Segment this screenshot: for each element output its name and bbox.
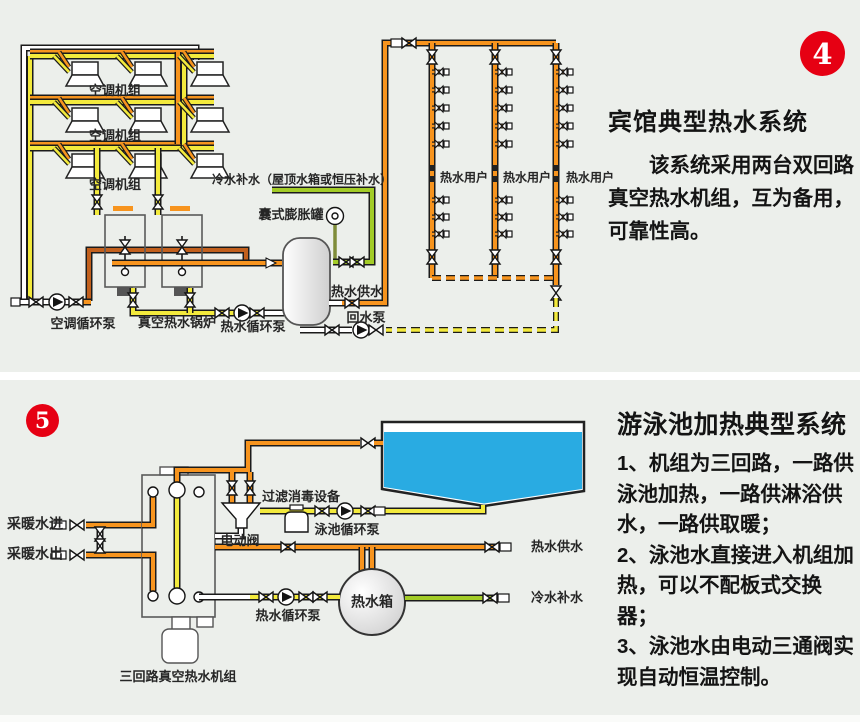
pool-circulation-line: [260, 502, 487, 533]
section-badge-5: 5: [26, 404, 59, 437]
ac-circulation-pump: [48, 293, 66, 311]
hotel-system-text: 宾馆典型热水系统 该系统采用两台双回路真空热水机组，互为备用，可靠性高。: [608, 102, 856, 248]
boiler-room: [85, 148, 284, 322]
hot-water-storage-tank: [282, 237, 331, 326]
motor-valve-group: [215, 472, 262, 540]
machine-unit: [141, 439, 360, 664]
hot-water-circulation-pump: [233, 304, 251, 322]
burner: [161, 628, 199, 664]
pool-system-title: 游泳池加热典型系统: [617, 411, 847, 439]
section-badge-4: 4: [800, 31, 845, 76]
pool-water: [384, 432, 582, 504]
pool-system-point-3: 3、泳池水由电动三通阀实现自动恒温控制。: [617, 635, 854, 689]
pool-system-point-2: 2、泳池水直接进入机组加热，可以不配板式交换器；: [617, 543, 854, 628]
hotel-system-description: 该系统采用两台双回路真空热水机组，互为备用，可靠性高。: [608, 154, 854, 243]
hot-water-tank: [338, 568, 406, 636]
bottom-strip: [0, 715, 860, 722]
badge-5-number: 5: [34, 407, 51, 434]
hot-supply-line-bottom: [215, 541, 512, 572]
ac-units-circuit: [20, 44, 229, 303]
badge-4-number: 4: [812, 36, 833, 71]
hw-circulation-pump-bottom: [277, 588, 295, 606]
storage-tank-group: [272, 186, 376, 326]
hot-supply-and-risers: [329, 37, 573, 333]
hotel-system-title: 宾馆典型热水系统: [608, 109, 808, 136]
ac-circulation-line: [10, 293, 91, 311]
heating-in-out-lines: [51, 519, 142, 561]
filter-disinfection-device: [284, 511, 309, 533]
expansion-tank-symbol: [325, 206, 345, 226]
return-pump: [352, 321, 370, 339]
pool-system-point-1: 1、机组为三回路，一路供泳池加热，一路供淋浴供水，一路供取暖；: [617, 452, 854, 536]
pool-system-text: 游泳池加热典型系统 1、机组为三回路，一路供泳池加热，一路供淋浴供水，一路供取暖…: [617, 405, 857, 693]
pool-circulation-pump: [336, 502, 354, 520]
hot-water-tank-group: [199, 568, 510, 636]
return-pump-line: [300, 321, 384, 339]
pool-group: [360, 420, 586, 508]
electric-three-way-valve: [220, 502, 262, 529]
panel-divider: [0, 372, 860, 380]
